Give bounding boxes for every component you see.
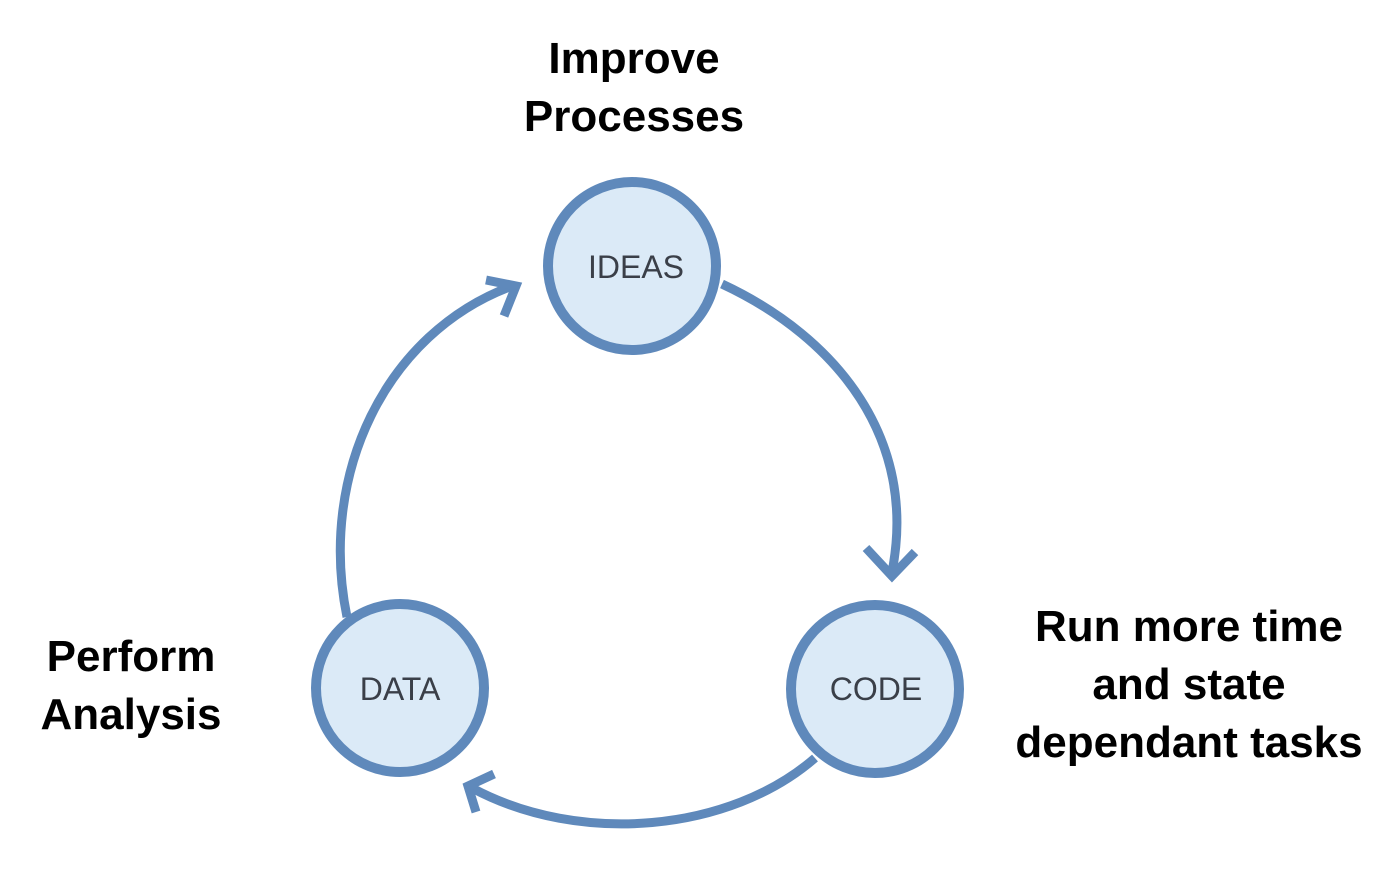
- caption-code-line-1: Run more time: [1034, 602, 1344, 651]
- caption-improve-processes: Improve Processes: [484, 30, 784, 146]
- arrowhead-code-to-data: [462, 769, 496, 814]
- caption-run-tasks: Run more time and state dependant tasks: [988, 598, 1390, 772]
- arrowhead-data-to-ideas: [485, 275, 523, 318]
- caption-data-line-2: Analysis: [40, 690, 222, 739]
- arrow-ideas-to-code: [720, 279, 902, 573]
- node-data-circle: [311, 599, 489, 777]
- node-data: DATA: [311, 599, 489, 777]
- node-code: CODE: [786, 600, 964, 778]
- caption-ideas-line-2: Processes: [523, 92, 745, 141]
- caption-data-line-1: Perform: [46, 632, 216, 681]
- caption-ideas-line-1: Improve: [548, 34, 720, 83]
- node-data-label: DATA: [360, 671, 441, 707]
- node-ideas-label: IDEAS: [588, 249, 684, 285]
- node-ideas: IDEAS: [543, 177, 721, 355]
- node-ideas-circle: [543, 177, 721, 355]
- node-code-circle: [786, 600, 964, 778]
- caption-code-line-3: dependant tasks: [1015, 718, 1363, 767]
- arrowhead-ideas-to-code: [862, 544, 919, 583]
- caption-code-line-2: and state: [1092, 660, 1286, 709]
- arrow-data-to-ideas: [335, 281, 514, 618]
- caption-perform-analysis: Perform Analysis: [0, 628, 262, 744]
- node-code-label: CODE: [830, 671, 922, 707]
- arrow-code-to-data: [469, 754, 818, 829]
